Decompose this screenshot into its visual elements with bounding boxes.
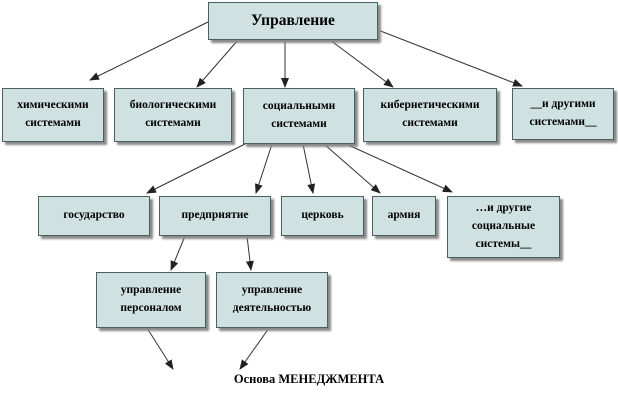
- arrow-root-to-biological: [196, 39, 239, 88]
- arrow-root-to-chemical: [89, 21, 209, 81]
- node-personnel-management: управление персоналом: [96, 272, 206, 328]
- node-other-systems: __и другими системами__: [512, 88, 614, 140]
- arrow-social-to-enterprise: [254, 143, 273, 194]
- node-cybernetic-systems: кибернетическими системами: [363, 88, 497, 142]
- root-node-management: Управление: [208, 2, 378, 40]
- arrow-social-to-state: [146, 143, 246, 194]
- node-social-systems: социальными системами: [243, 88, 355, 144]
- node-chemical-systems: химическими системами: [2, 88, 104, 142]
- arrow-root-to-other-systems: [377, 29, 523, 87]
- node-label: биологическими системами: [129, 99, 217, 129]
- arrow-social-to-church: [302, 143, 316, 194]
- node-label: социальными системами: [262, 100, 336, 130]
- node-state: государство: [38, 196, 150, 236]
- arrow-personnel-to-caption: [146, 327, 174, 370]
- node-enterprise: предприятие: [159, 196, 271, 236]
- node-label: __и другими системами__: [529, 98, 597, 128]
- arrow-social-to-other-social: [345, 143, 453, 193]
- root-node-label: Управление: [251, 11, 335, 29]
- node-label: управление деятельностью: [232, 284, 312, 314]
- node-army: армия: [372, 196, 436, 236]
- node-label: химическими системами: [17, 99, 89, 129]
- arrow-activity-to-caption: [239, 327, 270, 370]
- arrow-enterprise-to-personnel: [170, 235, 186, 271]
- node-activity-management: управление деятельностью: [216, 272, 328, 328]
- node-label: управление персоналом: [120, 284, 182, 314]
- node-label: …и другие социальные системы__: [471, 202, 536, 250]
- node-biological-systems: биологическими системами: [114, 88, 232, 142]
- node-church: церковь: [281, 196, 364, 236]
- node-label: предприятие: [181, 209, 249, 222]
- node-label: церковь: [301, 209, 344, 222]
- node-label: государство: [63, 209, 125, 222]
- arrow-social-to-army: [323, 143, 381, 194]
- management-basis-caption: Основа МЕНЕДЖМЕНТА: [233, 372, 385, 386]
- arrow-root-to-cybernetic: [329, 39, 394, 88]
- node-label: кибернетическими системами: [380, 99, 480, 129]
- node-other-social-systems: …и другие социальные системы__: [447, 196, 560, 258]
- node-label: армия: [387, 209, 421, 222]
- arrow-enterprise-to-activity: [245, 235, 254, 271]
